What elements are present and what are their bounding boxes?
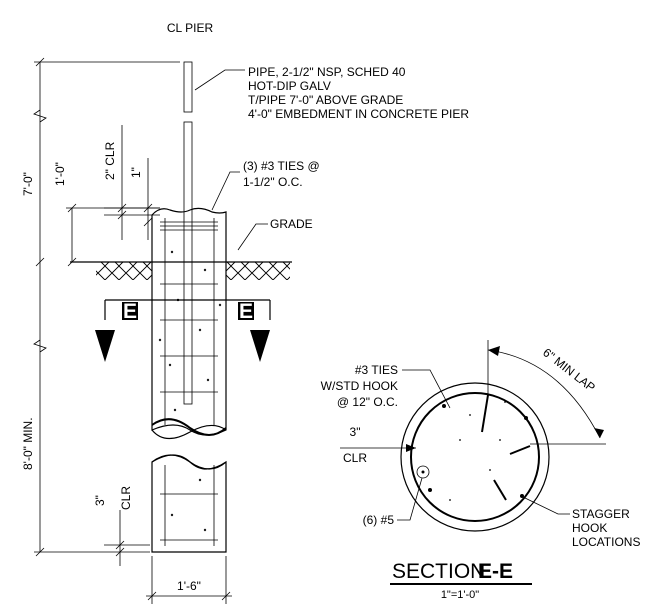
bars-label: (6) #5 [363, 513, 395, 527]
ties-note: (3) #3 TIES @ 1-1/2" O.C. [243, 159, 320, 189]
dimension-1ft6 [146, 556, 232, 604]
concrete-pier-lower [151, 454, 227, 553]
soil-right [226, 262, 290, 280]
dim-3in-label: 3" [93, 495, 107, 506]
dimension-3in-clr [104, 510, 150, 566]
section-marker-left: E [123, 300, 137, 323]
dim-7ft-label: 7'-0" [21, 172, 35, 196]
svg-text:@ 12" O.C.: @ 12" O.C. [337, 395, 398, 409]
dimension-2in-clr [104, 125, 160, 240]
pipe [183, 61, 193, 405]
dim-1ft6-label: 1'-6" [177, 579, 201, 593]
svg-text:#3 TIES: #3 TIES [355, 363, 398, 377]
section-title: SECTION [392, 560, 485, 583]
svg-text:HOOK: HOOK [572, 521, 607, 535]
pipe-note: PIPE, 2-1/2" NSP, SCHED 40 HOT-DIP GALV … [248, 65, 469, 121]
svg-text:(3) #3 TIES @: (3) #3 TIES @ [243, 159, 320, 173]
section-title-letters: E-E [478, 560, 513, 583]
ties-hook-note: #3 TIES W/STD HOOK @ 12" O.C. [321, 363, 398, 409]
stagger-note: STAGGER HOOK LOCATIONS [572, 507, 640, 549]
cl-pier-label: CL PIER [167, 21, 214, 35]
dim-8ft-label: 8'-0" MIN. [21, 417, 35, 470]
grade-label: GRADE [270, 217, 313, 231]
svg-text:W/STD HOOK: W/STD HOOK [321, 379, 398, 393]
section-ee [400, 382, 550, 532]
svg-text:PIPE, 2-1/2" NSP, SCHED 40: PIPE, 2-1/2" NSP, SCHED 40 [248, 65, 406, 79]
dim-2in-clr-label: 2" CLR [103, 141, 117, 180]
soil-left [96, 262, 152, 280]
dim-1ft-label: 1'-0" [53, 162, 67, 186]
scale-label: 1"=1'-0" [441, 589, 479, 601]
section-cut-line [95, 299, 271, 362]
dim-1in-label: 1" [129, 167, 143, 178]
min-lap-label: 6" MIN LAP [540, 345, 598, 394]
svg-text:T/PIPE 7'-0" ABOVE GRADE: T/PIPE 7'-0" ABOVE GRADE [248, 93, 403, 107]
dim-clr-label: CLR [119, 486, 133, 510]
dimension-1ft [66, 203, 160, 267]
svg-text:STAGGER: STAGGER [572, 507, 630, 521]
dimension-1in [143, 158, 153, 240]
section-clr-label: CLR [343, 451, 367, 465]
svg-text:4'-0" EMBEDMENT IN CONCRETE PI: 4'-0" EMBEDMENT IN CONCRETE PIER [248, 107, 469, 121]
dimension-7ft [33, 57, 180, 267]
section-marker-right: E [239, 300, 253, 323]
svg-text:LOCATIONS: LOCATIONS [572, 535, 640, 549]
svg-text:HOT-DIP GALV: HOT-DIP GALV [248, 79, 331, 93]
section-3in-label: 3" [350, 425, 361, 439]
dimension-8ft [33, 262, 150, 557]
concrete-pier-upper [151, 207, 227, 436]
svg-text:1-1/2" O.C.: 1-1/2" O.C. [243, 175, 303, 189]
